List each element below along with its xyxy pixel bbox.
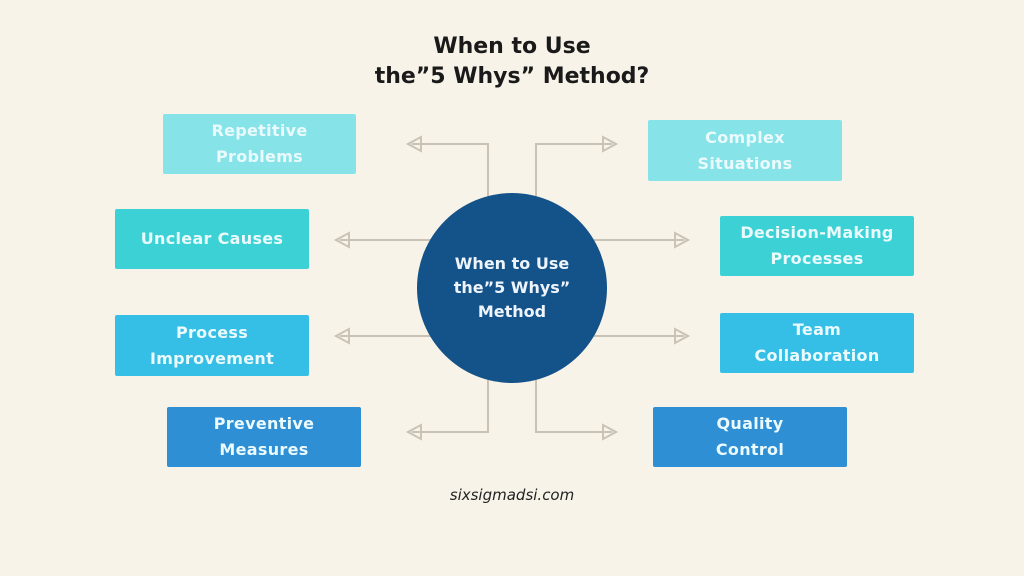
- connector-repetitive-problems: [412, 143, 489, 196]
- node-preventive-measures: Preventive Measures: [167, 407, 361, 467]
- node-label: Repetitive Problems: [211, 121, 308, 166]
- center-node: When to Use the”5 Whys” Method: [417, 193, 607, 383]
- node-process-improvement: Process Improvement: [115, 315, 309, 376]
- arrow-left-icon: [333, 231, 350, 249]
- center-node-label: When to Use the”5 Whys” Method: [453, 254, 571, 321]
- arrow-right-icon: [674, 231, 691, 249]
- node-team-collaboration: Team Collaboration: [720, 313, 914, 373]
- node-label: Preventive Measures: [213, 414, 315, 459]
- node-repetitive-problems: Repetitive Problems: [163, 114, 356, 174]
- arrow-left-icon: [405, 423, 422, 441]
- arrow-left-icon: [405, 135, 422, 153]
- arrow-left-icon: [333, 327, 350, 345]
- node-complex-situations: Complex Situations: [648, 120, 842, 181]
- arrow-right-icon: [602, 135, 619, 153]
- connector-preventive-measures: [412, 380, 489, 433]
- arrow-right-icon: [602, 423, 619, 441]
- node-quality-control: Quality Control: [653, 407, 847, 467]
- node-decision-making-processes: Decision-Making Processes: [720, 216, 914, 276]
- node-label: Unclear Causes: [140, 229, 284, 248]
- node-label: Team Collaboration: [754, 320, 880, 365]
- node-label: Complex Situations: [697, 127, 793, 173]
- source-footer: sixsigmadsi.com: [449, 486, 575, 504]
- connector-complex-situations: [535, 143, 612, 196]
- node-unclear-causes: Unclear Causes: [115, 209, 309, 269]
- title-line-1: When to Use: [433, 34, 591, 59]
- connector-quality-control: [535, 380, 612, 433]
- page-title: When to Use the”5 Whys” Method?: [0, 32, 1024, 92]
- node-label: Decision-Making Processes: [740, 223, 894, 268]
- node-label: Quality Control: [715, 414, 785, 459]
- node-label: Process Improvement: [149, 322, 275, 368]
- arrow-right-icon: [674, 327, 691, 345]
- title-line-2: the”5 Whys” Method?: [374, 64, 650, 89]
